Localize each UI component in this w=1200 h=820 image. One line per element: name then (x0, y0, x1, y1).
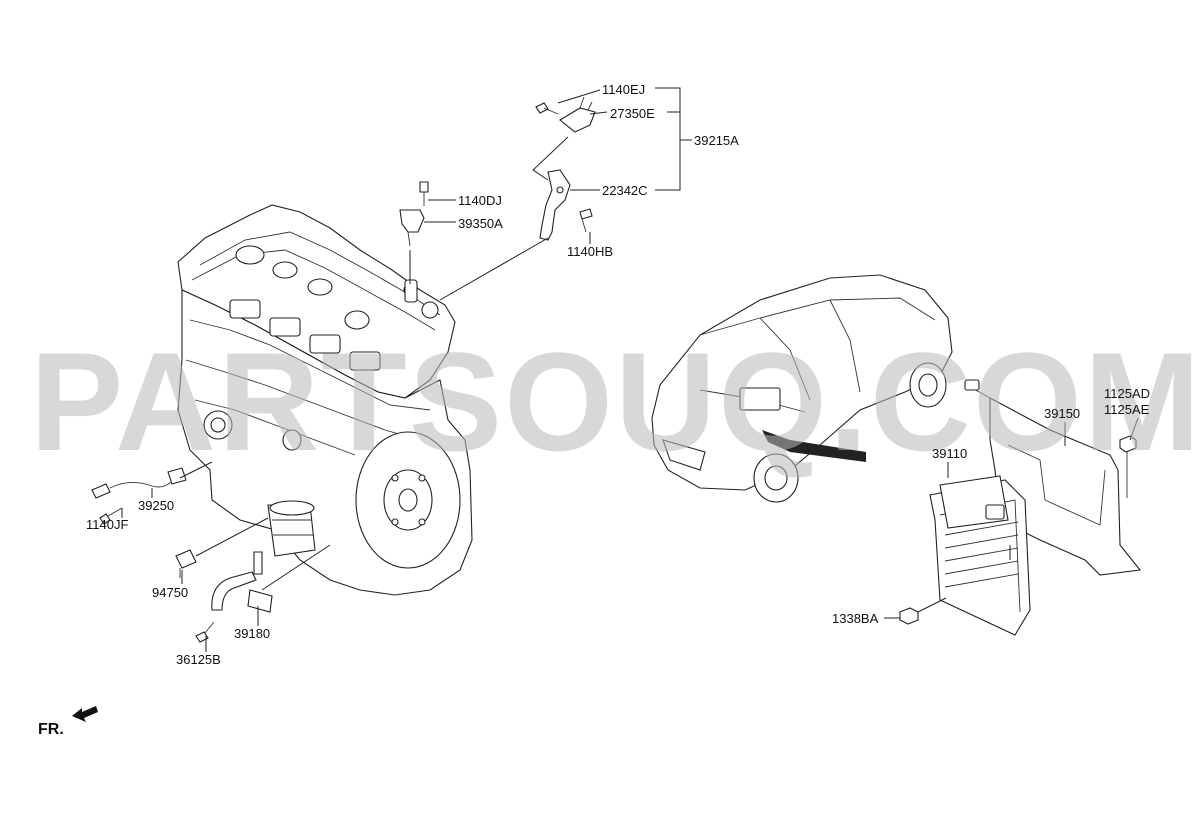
vehicle-illustration (651, 274, 953, 503)
label-1125ae[interactable]: 1125AE (1104, 402, 1150, 417)
label-39180[interactable]: 39180 (234, 626, 270, 641)
label-39150[interactable]: 39150 (1044, 406, 1080, 421)
hose-39180 (211, 551, 273, 613)
part-labels: 1140EJ 27350E 39215A 22342C 1140DJ 39350… (86, 82, 1150, 667)
leader-lines (121, 87, 1139, 652)
label-1140hb[interactable]: 1140HB (567, 244, 613, 259)
ecu-39110 (929, 475, 1031, 636)
sensor-94750 (175, 549, 197, 578)
label-39215a[interactable]: 39215A (694, 133, 739, 148)
bolt-1125ad (1119, 435, 1137, 498)
ecu-bracket-39150 (964, 379, 1142, 576)
front-direction-indicator: FR. (38, 706, 98, 738)
label-1338ba[interactable]: 1338BA (832, 611, 879, 626)
label-94750[interactable]: 94750 (152, 585, 188, 600)
engine-assembly (177, 204, 473, 596)
sensor-39350a (399, 181, 429, 247)
label-1140dj[interactable]: 1140DJ (458, 193, 502, 208)
label-27350e[interactable]: 27350E (610, 106, 655, 121)
sensor-39250 (91, 467, 187, 499)
label-22342c[interactable]: 22342C (602, 183, 648, 198)
label-39250[interactable]: 39250 (138, 498, 174, 513)
label-1140ej[interactable]: 1140EJ (602, 82, 645, 97)
front-arrow-icon (72, 706, 98, 722)
label-1125ad[interactable]: 1125AD (1104, 386, 1150, 401)
label-39110[interactable]: 39110 (932, 446, 967, 461)
label-36125b[interactable]: 36125B (176, 652, 221, 667)
bracket-assembly (532, 96, 596, 241)
label-39350a[interactable]: 39350A (458, 216, 503, 231)
bolt-36125b (195, 621, 215, 643)
nut-1338ba (899, 607, 919, 625)
watermark-text: PARTSOUQ.COM (30, 323, 1200, 480)
label-1140jf[interactable]: 1140JF (86, 517, 128, 532)
front-direction-label: FR. (38, 721, 64, 738)
bolt-1140jf (99, 507, 123, 525)
